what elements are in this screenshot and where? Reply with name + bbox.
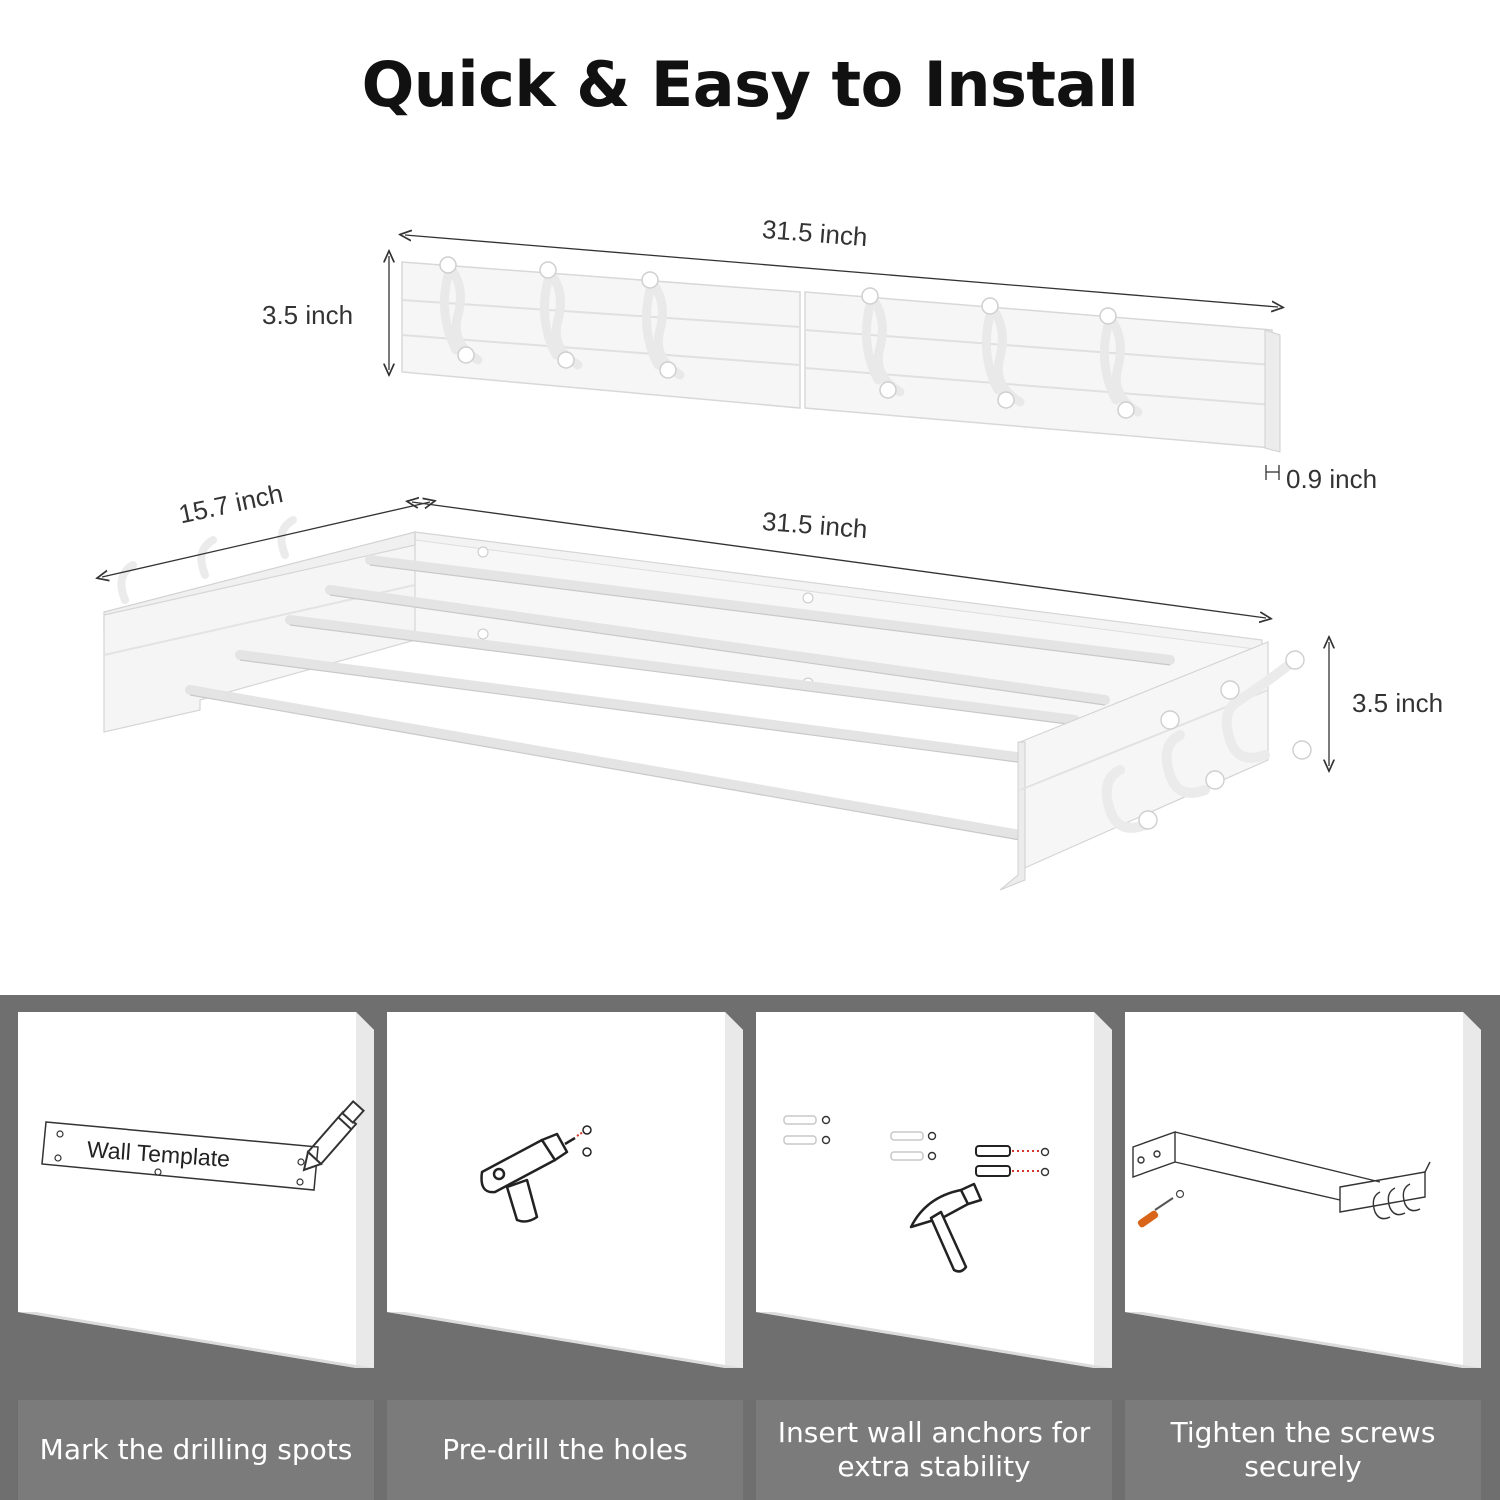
step-mark-drilling: Wall Template Mark the drilling spots: [18, 1012, 374, 1500]
hammer-icon: [909, 1182, 983, 1273]
anchor-icon-faded: [783, 1115, 924, 1161]
step-pre-drill: Pre-drill the holes: [387, 1012, 743, 1500]
extended-rack: [103, 516, 1312, 891]
dimension-line-top-width: [405, 235, 1278, 307]
wall-block: [1125, 1012, 1481, 1368]
step-tighten-screws: Tighten the screws securely: [1125, 1012, 1481, 1500]
step-wall-anchors: Insert wall anchors for extra stability: [756, 1012, 1112, 1500]
rack-height-label: 3.5 inch: [1352, 688, 1444, 718]
wall-template-strip: [41, 1121, 319, 1191]
rack-outline: [1132, 1131, 1431, 1220]
dimension-line-rack-width: [412, 502, 1266, 618]
top-height-label: 3.5 inch: [262, 300, 354, 330]
folded-rack: [401, 256, 1281, 453]
step-1-label: Mark the drilling spots: [18, 1400, 374, 1500]
drill-hole: [582, 1125, 592, 1135]
pencil-icon: [302, 1099, 365, 1172]
drill-icon: [480, 1132, 576, 1223]
wall-block: [756, 1012, 1112, 1368]
dimension-line-top-depth: [1265, 465, 1280, 480]
top-depth-label: 0.9 inch: [1286, 464, 1378, 494]
product-illustration: [0, 0, 1500, 891]
wall-block: [18, 1012, 374, 1368]
screwdriver-icon: [1137, 1189, 1185, 1228]
step-4-label: Tighten the screws securely: [1125, 1400, 1481, 1500]
dimension-line-rack-depth: [102, 502, 430, 577]
step-3-label: Insert wall anchors for extra stability: [756, 1400, 1112, 1500]
step-2-label: Pre-drill the holes: [387, 1400, 743, 1500]
drill-hole: [582, 1147, 592, 1157]
anchor-icon: [975, 1145, 1011, 1177]
page-title: Quick & Easy to Install: [361, 48, 1139, 121]
wall-block: [387, 1012, 743, 1368]
